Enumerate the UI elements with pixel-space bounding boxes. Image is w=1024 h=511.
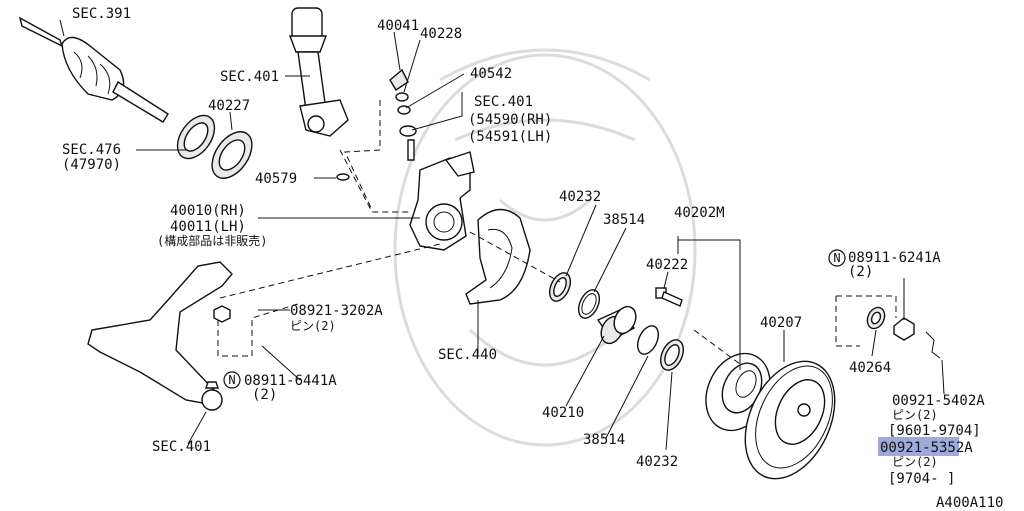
label-sec391[interactable]: SEC.391 bbox=[72, 6, 131, 22]
strut-assembly[interactable] bbox=[288, 7, 349, 137]
label-08911-6241a[interactable]: 08911-6241A bbox=[848, 250, 941, 266]
watermark-emblem bbox=[393, 48, 697, 447]
label-date-a: [9601-9704] bbox=[888, 423, 981, 439]
label-40227[interactable]: 40227 bbox=[208, 98, 250, 114]
label-38514-bottom[interactable]: 38514 bbox=[583, 432, 625, 448]
n-mark-lower: N bbox=[223, 371, 241, 389]
label-40232-bottom[interactable]: 40232 bbox=[636, 454, 678, 470]
nut-08911-6241a[interactable] bbox=[893, 317, 915, 341]
seal-47970[interactable] bbox=[204, 125, 260, 186]
label-08911-6441a[interactable]: 08911-6441A bbox=[244, 373, 337, 389]
circlip-38514-bottom[interactable] bbox=[634, 323, 663, 358]
label-08921-3202a[interactable]: 08921-3202A bbox=[290, 303, 383, 319]
label-sec401-nut[interactable]: SEC.401 bbox=[474, 94, 533, 110]
label-date-b: [9704- ] bbox=[888, 471, 955, 487]
label-38514-top[interactable]: 38514 bbox=[603, 212, 645, 228]
hardware-stack[interactable] bbox=[389, 68, 417, 161]
label-40579[interactable]: 40579 bbox=[255, 171, 297, 187]
label-40232-top[interactable]: 40232 bbox=[559, 189, 601, 205]
nut-08921-3202a[interactable] bbox=[213, 305, 231, 323]
svg-text:N: N bbox=[228, 373, 235, 387]
label-sec476[interactable]: SEC.476 bbox=[62, 142, 121, 158]
label-54591[interactable]: (54591(LH) bbox=[468, 129, 552, 145]
label-pin2-b: ピン(2) bbox=[892, 408, 938, 422]
hub-bolt-40222[interactable] bbox=[655, 287, 683, 307]
wheel-hub-40202m[interactable] bbox=[694, 343, 782, 441]
lower-control-arm[interactable] bbox=[87, 261, 233, 411]
label-not-sold: (構成部品は非販売) bbox=[157, 233, 267, 248]
label-sec401-strut[interactable]: SEC.401 bbox=[220, 69, 279, 85]
label-47970[interactable]: (47970) bbox=[62, 157, 121, 173]
selected-part-highlight bbox=[878, 437, 959, 456]
label-00921-5352a[interactable]: 00921-5352A bbox=[880, 440, 973, 456]
n-mark-upper: N bbox=[828, 249, 846, 267]
assembly-guide-lines bbox=[217, 100, 897, 365]
leader-lines bbox=[59, 19, 945, 451]
snap-ring-40232-top[interactable] bbox=[546, 270, 575, 305]
label-40228[interactable]: 40228 bbox=[420, 26, 462, 42]
label-54590[interactable]: (54590(RH) bbox=[468, 112, 552, 128]
circlip-38514-top[interactable] bbox=[575, 287, 604, 322]
label-40010[interactable]: 40010(RH) bbox=[170, 203, 246, 219]
label-40207[interactable]: 40207 bbox=[760, 315, 802, 331]
label-40041[interactable]: 40041 bbox=[377, 18, 419, 34]
cotter-pin-40579[interactable] bbox=[336, 173, 350, 181]
seal-40227[interactable] bbox=[170, 109, 222, 166]
label-qty-2b: (2) bbox=[252, 387, 277, 403]
label-40210[interactable]: 40210 bbox=[542, 405, 584, 421]
brake-rotor-40207[interactable] bbox=[728, 347, 853, 493]
cotter-pin-00921[interactable] bbox=[925, 331, 941, 359]
drive-shaft[interactable] bbox=[18, 16, 169, 123]
label-00921-5402a[interactable]: 00921-5402A bbox=[892, 393, 985, 409]
label-sec440[interactable]: SEC.440 bbox=[438, 347, 497, 363]
label-40202m[interactable]: 40202M bbox=[674, 205, 725, 221]
label-qty-2a: (2) bbox=[848, 264, 873, 280]
label-pin2-a: ピン(2) bbox=[290, 319, 336, 333]
label-pin2-c: ピン(2) bbox=[892, 455, 938, 469]
dust-shield[interactable] bbox=[465, 208, 531, 305]
wheel-bearing-40210[interactable] bbox=[596, 303, 640, 347]
diagram-code: A400A110 bbox=[936, 495, 1003, 511]
label-40264[interactable]: 40264 bbox=[849, 360, 891, 376]
label-40542[interactable]: 40542 bbox=[470, 66, 512, 82]
snap-ring-40232-bottom[interactable] bbox=[656, 336, 688, 373]
label-40222[interactable]: 40222 bbox=[646, 257, 688, 273]
label-sec401-arm[interactable]: SEC.401 bbox=[152, 439, 211, 455]
label-40011[interactable]: 40011(LH) bbox=[170, 219, 246, 235]
steering-knuckle[interactable] bbox=[409, 151, 475, 251]
svg-text:N: N bbox=[833, 251, 840, 265]
hub-nut-40264[interactable] bbox=[864, 305, 888, 332]
